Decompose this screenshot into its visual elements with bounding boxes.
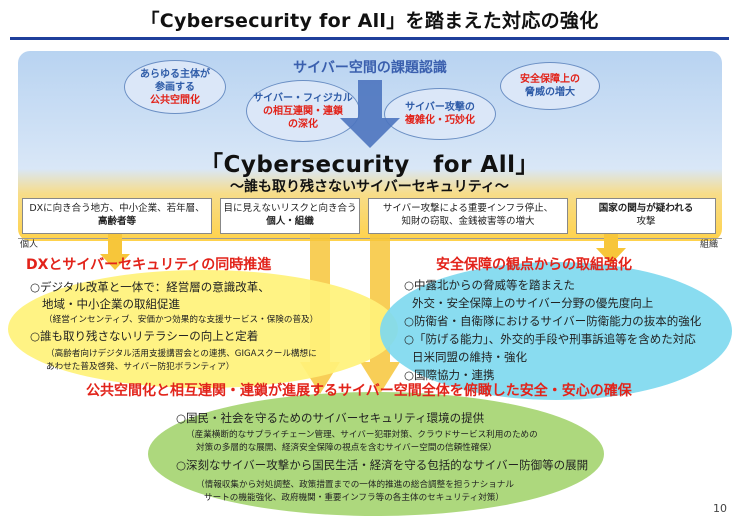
public-item-3: 対策の多層的な展開、経済安全保障の視点を含むサイバー空間の信頼性確保） xyxy=(196,443,497,453)
bubble-cp-line2: の相互連関・連鎖 xyxy=(263,105,343,117)
bubble-attack-complexity: サイバー攻撃の 複雑化・巧妙化 xyxy=(384,88,496,140)
dx-heading: DXとサイバーセキュリティの同時推進 xyxy=(26,257,272,273)
public-item-6: サートの機能強化、政府機関・重要インフラ等の各主体のセキュリティ対策） xyxy=(204,493,505,503)
risk-state-line1: 国家の関与が疑われる xyxy=(598,203,694,215)
security-item-4: ○「防げる能力」、外交的手段や刑事訴追等を含めた対応 xyxy=(404,332,696,346)
down-arrow-icon xyxy=(340,80,400,148)
risk-dx-line1: DXに向き合う地方、中小企業、若年層、 xyxy=(29,203,205,215)
bubble-threat-line1: 安全保障上の xyxy=(520,74,580,85)
dx-item-6: あわせた普及啓発、サイバー防犯ボランティア） xyxy=(46,362,235,372)
bubble-cyber-physical: サイバー・フィジカル の相互連関・連鎖 の深化 xyxy=(246,80,360,142)
risk-state-line2: 攻撃 xyxy=(636,216,656,227)
risk-box-invisible: 目に見えないリスクと向き合う 個人・組織 xyxy=(220,198,360,234)
security-item-1: ○中露北からの脅威等を踏まえた xyxy=(404,278,576,292)
bubble-cp-line1: サイバー・フィジカル xyxy=(253,92,353,104)
arrow-to-security-icon xyxy=(596,234,626,264)
title-underline xyxy=(10,37,729,40)
security-item-6: ○国際協力・連携 xyxy=(404,368,495,382)
public-item-5: （情報収集から対処調整、政策措置までの一体的推進の総合調整を担うナショナル xyxy=(196,480,514,490)
slide-title: 「Cybersecurity for All」を踏まえた対応の強化 xyxy=(140,10,599,32)
risk-box-state: 国家の関与が疑われる 攻撃 xyxy=(576,198,716,234)
risk-infra-line1: サイバー攻撃による重要インフラ停止、 xyxy=(382,203,554,215)
bubble-attack-line1: サイバー攻撃の xyxy=(405,102,475,113)
public-item-2: （産業横断的なサプライチェーン管理、サイバー犯罪対策、クラウドサービス利用のため… xyxy=(186,430,538,440)
public-item-4: ○深刻なサイバー攻撃から国民生活・経済を守る包括的なサイバー防御等の展開 xyxy=(176,458,589,472)
cfa-subtitle: ～誰も取り残さないサイバーセキュリティ～ xyxy=(230,179,509,195)
axis-label-individual: 個人 xyxy=(20,240,39,250)
security-item-3: ○防衛省・自衛隊におけるサイバー防衛能力の抜本的強化 xyxy=(404,314,702,328)
risk-box-dx: DXに向き合う地方、中小企業、若年層、 高齢者等 xyxy=(22,198,212,234)
bubble-public-line2: 参画する xyxy=(155,81,195,93)
bubble-public-line3: 公共空間化 xyxy=(150,94,200,106)
dx-item-3: （経営インセンティブ、安価かつ効果的な支援サービス・保険の普及） xyxy=(44,315,319,325)
axis-label-organization: 組織 xyxy=(700,240,719,250)
public-ellipse xyxy=(148,392,604,516)
risk-dx-line2: 高齢者等 xyxy=(97,216,136,227)
dx-item-5: （高齢者向けデジタル活用支援講習会との連携、GIGAスクール構想に xyxy=(46,349,317,359)
bubble-security-threat: 安全保障上の 脅威の増大 xyxy=(500,62,600,110)
bubble-attack-line2: 複雑化・巧妙化 xyxy=(405,115,475,126)
dx-item-1: ○デジタル改革と一体で：経営層の意識改革、 xyxy=(30,280,270,294)
public-item-1: ○国民・社会を守るためのサイバーセキュリティ環境の提供 xyxy=(176,411,485,425)
risk-infra-line2: 知財の窃取、金銭被害等の増大 xyxy=(401,216,535,227)
page-number: 10 xyxy=(713,502,727,515)
bubble-public-space: あらゆる主体が 参画する 公共空間化 xyxy=(124,60,226,114)
dx-ellipse xyxy=(8,270,398,388)
security-heading: 安全保障の観点からの取組強化 xyxy=(436,257,632,273)
bubble-public-line1: あらゆる主体が xyxy=(140,68,210,80)
security-item-5: 日米同盟の維持・強化 xyxy=(412,350,527,364)
public-heading: 公共空間化と相互連関・連鎖が進展するサイバー空間全体を俯瞰した安全・安心の確保 xyxy=(86,383,632,399)
arrow-to-dx-icon xyxy=(100,234,130,270)
bubble-threat-line2: 脅威の増大 xyxy=(525,87,575,98)
security-ellipse xyxy=(380,262,732,400)
risk-invisible-line2: 個人・組織 xyxy=(266,216,314,227)
security-item-2: 外交・安全保障上のサイバー分野の優先度向上 xyxy=(412,296,654,310)
recognition-title: サイバー空間の課題認識 xyxy=(293,60,447,76)
cfa-title: 「Cybersecurity for All」 xyxy=(199,152,539,178)
bubble-cp-line3: の深化 xyxy=(288,118,318,130)
dx-item-4: ○誰も取り残さないリテラシーの向上と定着 xyxy=(30,329,259,343)
risk-invisible-line1: 目に見えないリスクと向き合う xyxy=(223,203,357,215)
risk-box-infrastructure: サイバー攻撃による重要インフラ停止、 知財の窃取、金銭被害等の増大 xyxy=(368,198,568,234)
dx-item-2: 地域・中小企業の取組促進 xyxy=(42,297,180,311)
